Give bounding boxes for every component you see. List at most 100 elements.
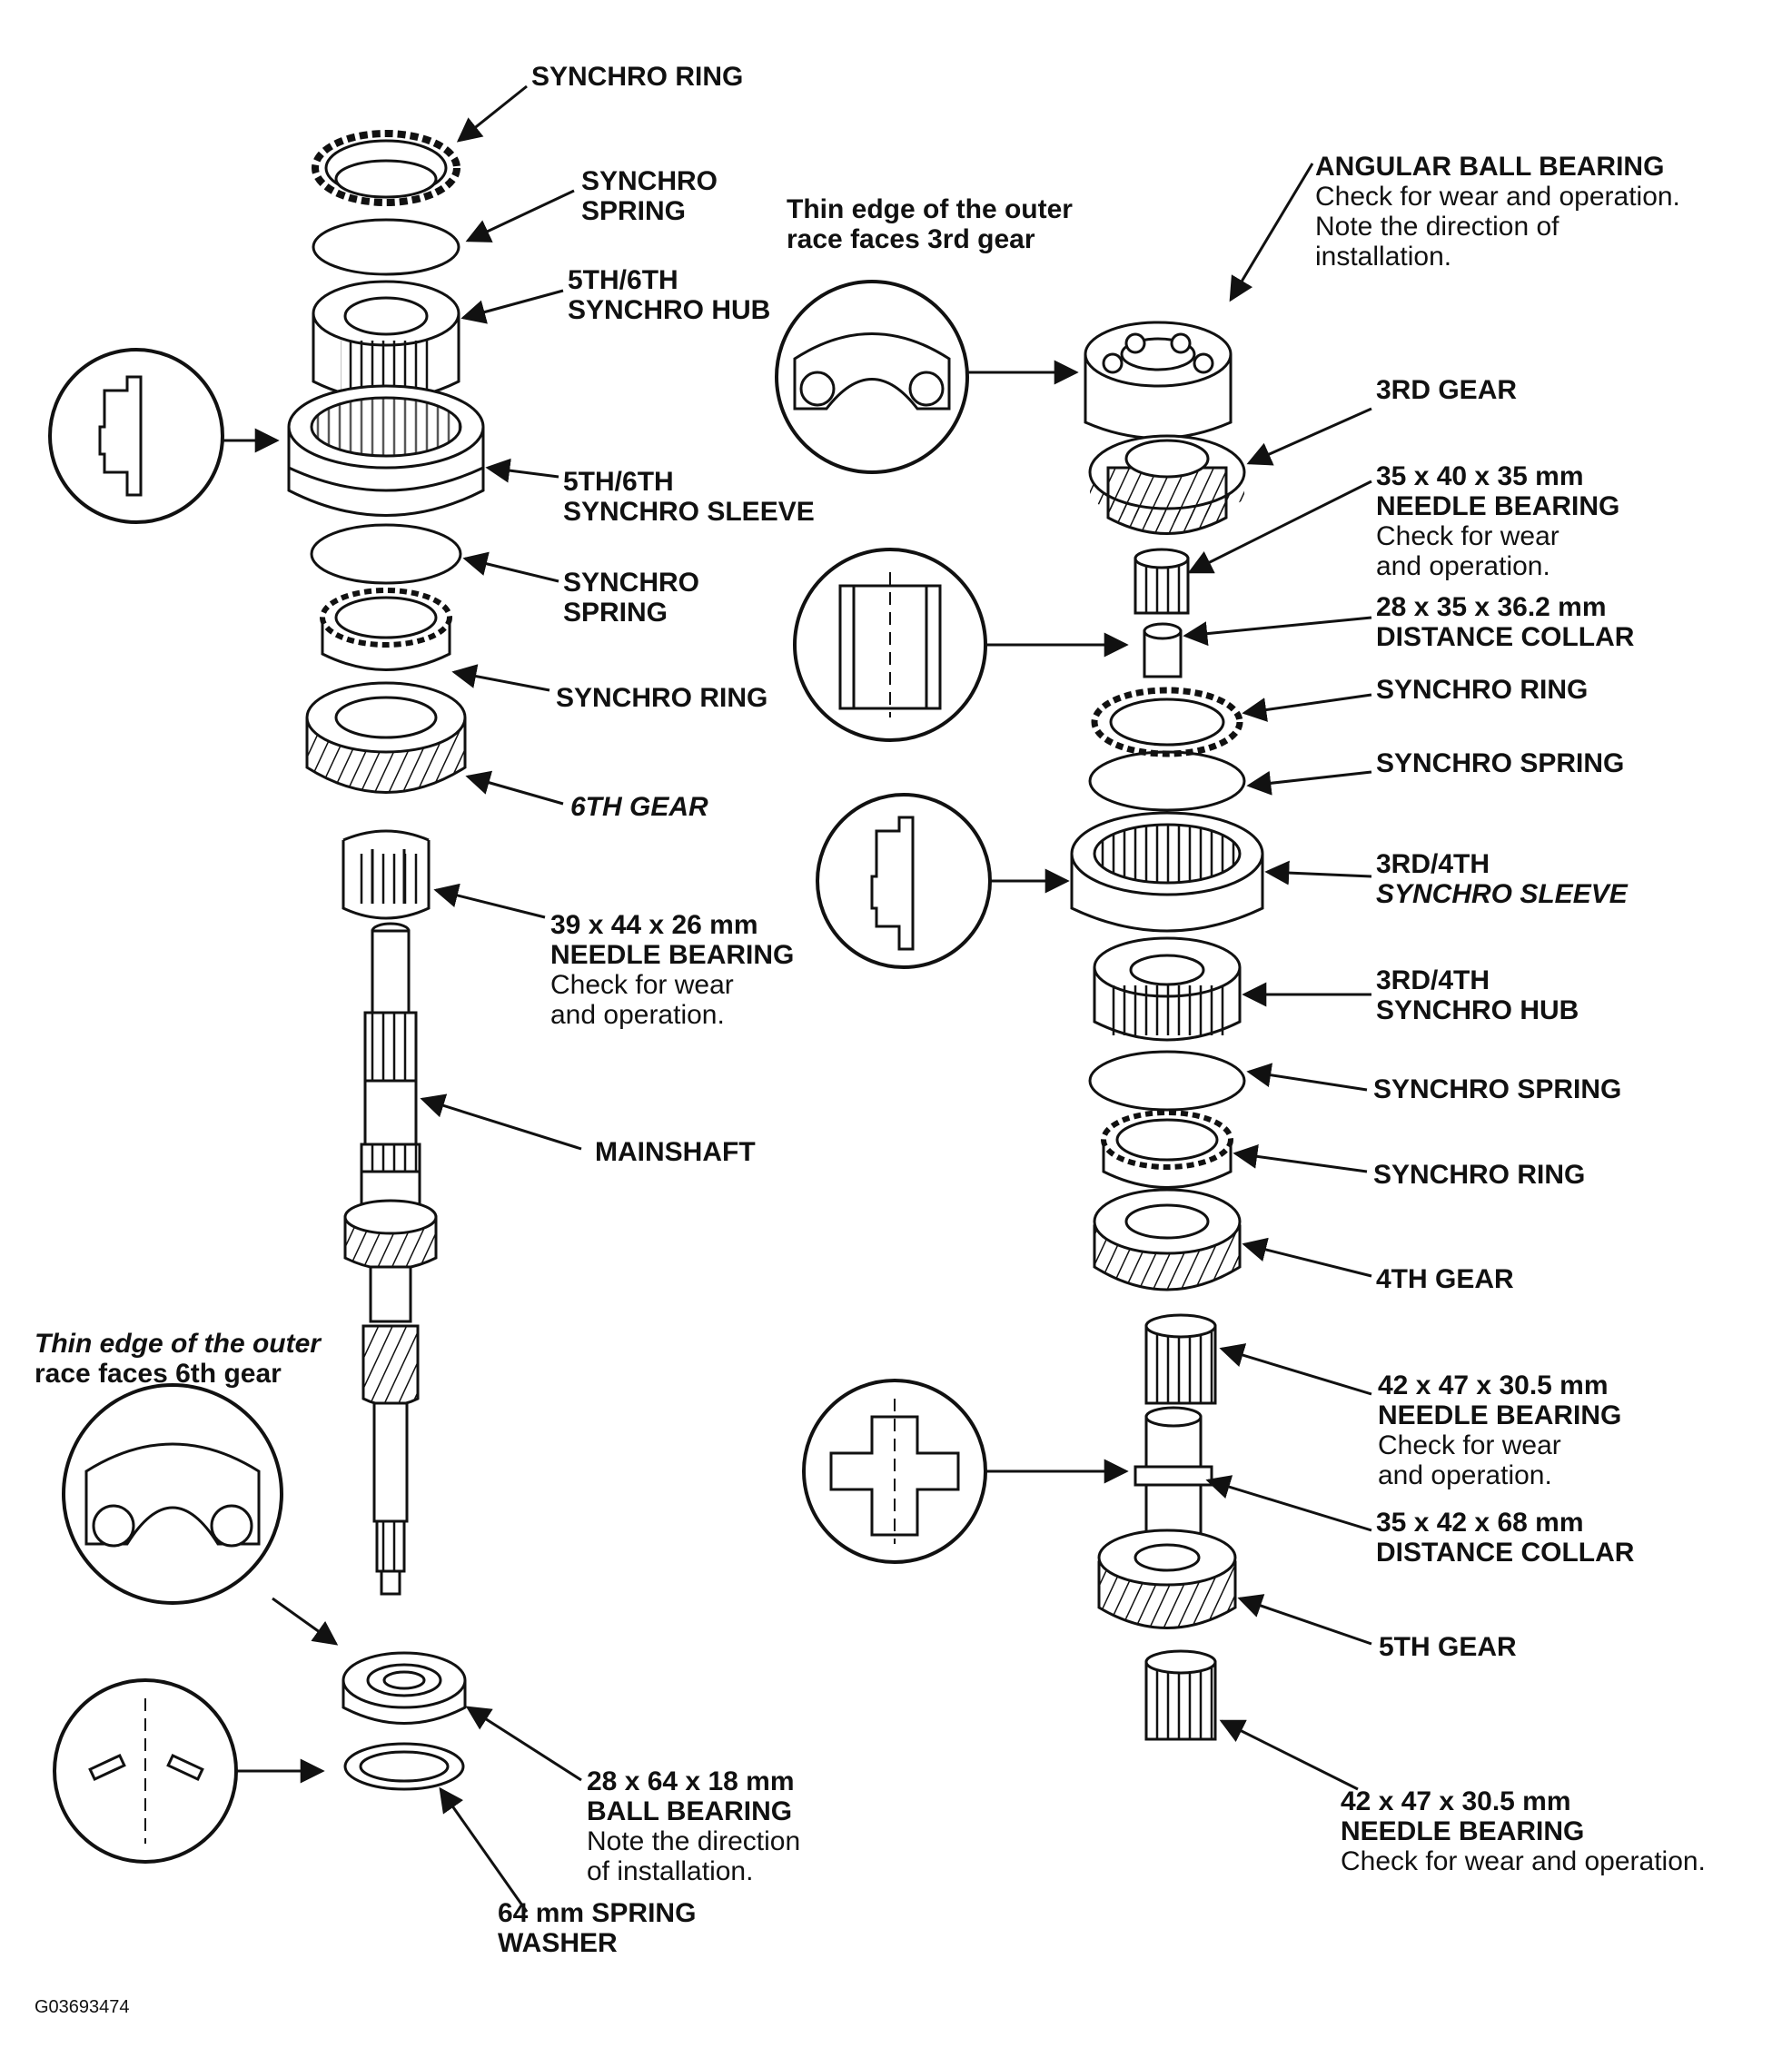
needle-bearing-35-part xyxy=(1134,548,1190,615)
leader-spring-r2 xyxy=(1246,1063,1368,1092)
label-text: SPRING xyxy=(581,196,687,226)
label-text: SYNCHRO SLEEVE xyxy=(563,497,815,527)
gear-3rd-part xyxy=(1088,434,1246,535)
ball-bearing-part xyxy=(342,1651,467,1725)
label-text: SYNCHRO SPRING xyxy=(1376,748,1625,778)
label-size: 42 x 47 x 30.5 mm xyxy=(1341,1786,1571,1816)
label-text: 6TH GEAR xyxy=(570,792,708,822)
synchro-ring-top-part xyxy=(312,130,460,206)
label-text: SPRING xyxy=(563,598,668,628)
label-note: and operation. xyxy=(550,1000,725,1030)
label-synchro-spring-2: SYNCHRO SPRING xyxy=(563,568,699,628)
label-name: NEEDLE BEARING xyxy=(1341,1816,1585,1846)
label-needle-bearing-42a: 42 x 47 x 30.5 mm NEEDLE BEARING Check f… xyxy=(1378,1370,1621,1490)
label-name: DISTANCE COLLAR xyxy=(1376,1538,1635,1568)
label-gear-5th: 5TH GEAR xyxy=(1379,1632,1517,1662)
label-note: installation. xyxy=(1315,242,1452,272)
detail-circle-sleeve-profile-34 xyxy=(816,793,992,969)
gear-6th-part xyxy=(305,681,467,794)
label-size: 35 x 42 x 68 mm xyxy=(1376,1508,1584,1538)
note-line: Thin edge of the outer xyxy=(787,194,1073,224)
label-mainshaft: MAINSHAFT xyxy=(595,1137,756,1167)
gear-4th-part xyxy=(1093,1188,1242,1291)
leader-sleeve-34 xyxy=(1264,860,1372,886)
label-text: SYNCHRO SLEEVE xyxy=(1376,879,1628,909)
label-needle-bearing-42b: 42 x 47 x 30.5 mm NEEDLE BEARING Check f… xyxy=(1341,1786,1706,1876)
label-name: BALL BEARING xyxy=(587,1796,793,1826)
label-text: MAINSHAFT xyxy=(595,1137,756,1167)
leader-collar-28 xyxy=(1183,616,1372,647)
spring-washer-part xyxy=(343,1742,465,1791)
label-note: Check for wear xyxy=(1376,521,1559,551)
label-text: 5TH GEAR xyxy=(1379,1632,1517,1662)
detail-circle-collar-28 xyxy=(793,548,987,742)
label-text: SYNCHRO HUB xyxy=(568,295,771,325)
label-text: 64 mm SPRING xyxy=(498,1898,697,1928)
leader-synchro-ring-top xyxy=(456,84,528,143)
leader-needle-42b xyxy=(1219,1719,1359,1791)
mainshaft-part xyxy=(343,922,438,1596)
needle-bearing-42b-part xyxy=(1144,1649,1217,1741)
label-text: SYNCHRO xyxy=(581,166,718,196)
label-name: NEEDLE BEARING xyxy=(1378,1400,1622,1430)
leader-spring-r1 xyxy=(1246,770,1372,796)
label-note: Note the direction xyxy=(587,1826,801,1856)
figure-code: G03693474 xyxy=(35,1997,130,2017)
note-line: race faces 3rd gear xyxy=(787,224,1035,254)
leader-ring-2 xyxy=(451,664,550,692)
label-synchro-spring-r1: SYNCHRO SPRING xyxy=(1376,748,1624,778)
note-line: race faces 6th gear xyxy=(35,1359,282,1389)
synchro-sleeve-56-part xyxy=(287,384,485,517)
note-outer-race-6th: Thin edge of the outer race faces 6th ge… xyxy=(35,1329,321,1389)
leader-synchro-spring-1 xyxy=(465,189,575,242)
label-name: NEEDLE BEARING xyxy=(1376,491,1620,521)
label-text: 3RD/4TH xyxy=(1376,849,1490,879)
label-size: 28 x 64 x 18 mm xyxy=(587,1766,795,1796)
label-size: 28 x 35 x 36.2 mm xyxy=(1376,592,1607,622)
detail-circle-washer xyxy=(53,1678,238,1864)
label-synchro-sleeve-34: 3RD/4TH SYNCHRO SLEEVE xyxy=(1376,849,1628,909)
label-spring-washer: 64 mm SPRING WASHER xyxy=(498,1898,696,1958)
leader-collar-35 xyxy=(1205,1475,1372,1532)
label-size: 42 x 47 x 30.5 mm xyxy=(1378,1370,1609,1400)
label-note: and operation. xyxy=(1378,1460,1552,1490)
leader-ring-r2 xyxy=(1233,1143,1368,1173)
label-angular-ball-bearing: ANGULAR BALL BEARING Check for wear and … xyxy=(1315,152,1680,272)
label-synchro-ring-2: SYNCHRO RING xyxy=(556,683,767,713)
label-text: SYNCHRO xyxy=(563,568,700,598)
label-name: DISTANCE COLLAR xyxy=(1376,622,1635,652)
synchro-spring-r2-part xyxy=(1088,1050,1246,1112)
label-text: 5TH/6TH xyxy=(563,467,674,497)
leader-angular xyxy=(1229,163,1314,302)
leader-ball-bearing xyxy=(465,1706,582,1782)
label-note: Check for wear and operation. xyxy=(1341,1846,1706,1876)
synchro-hub-34-part xyxy=(1093,936,1242,1042)
synchro-ring-2-part xyxy=(320,588,452,671)
note-line: Thin edge of the outer xyxy=(35,1329,321,1359)
label-synchro-spring-r2: SYNCHRO SPRING xyxy=(1373,1074,1621,1104)
label-gear-6th: 6TH GEAR xyxy=(570,792,708,822)
label-note: Check for wear xyxy=(1378,1430,1561,1460)
leader-gear-4th xyxy=(1242,1237,1372,1278)
synchro-ring-r2-part xyxy=(1101,1110,1233,1189)
synchro-spring-2-part xyxy=(310,523,462,585)
label-synchro-ring-r1: SYNCHRO RING xyxy=(1376,675,1588,705)
label-size: 35 x 40 x 35 mm xyxy=(1376,461,1584,491)
gear-5th-part xyxy=(1097,1529,1237,1629)
label-name: NEEDLE BEARING xyxy=(550,940,795,970)
label-text: WASHER xyxy=(498,1928,618,1958)
label-synchro-hub-34: 3RD/4TH SYNCHRO HUB xyxy=(1376,965,1579,1025)
label-ball-bearing: 28 x 64 x 18 mm BALL BEARING Note the di… xyxy=(587,1766,800,1886)
label-note: Note the direction of xyxy=(1315,212,1559,242)
label-text: 3RD GEAR xyxy=(1376,375,1518,405)
label-text: SYNCHRO RING xyxy=(556,683,768,713)
label-text: SYNCHRO HUB xyxy=(1376,995,1579,1025)
label-text: 3RD/4TH xyxy=(1376,965,1490,995)
label-text: SYNCHRO SPRING xyxy=(1373,1074,1622,1104)
leader-washer xyxy=(439,1786,529,1913)
label-note: of installation. xyxy=(587,1856,754,1886)
leader-needle-39 xyxy=(433,883,546,919)
label-synchro-hub-56: 5TH/6TH SYNCHRO HUB xyxy=(568,265,770,325)
label-text: 4TH GEAR xyxy=(1376,1264,1514,1294)
label-needle-bearing-35: 35 x 40 x 35 mm NEEDLE BEARING Check for… xyxy=(1376,461,1619,581)
